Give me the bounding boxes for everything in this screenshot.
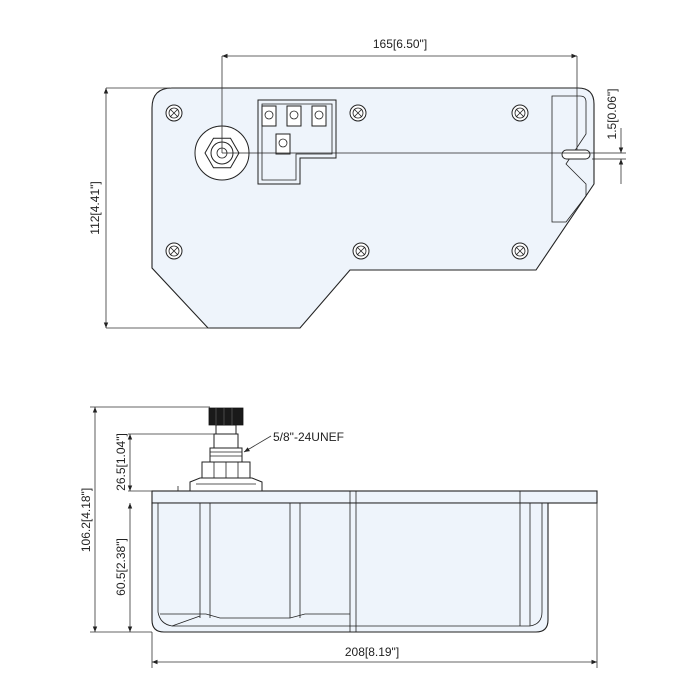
screw-bottom-right-icon	[511, 242, 529, 260]
dim-connector-height: 26.5[1.04"]	[114, 433, 128, 491]
screw-bottom-left-icon	[165, 242, 183, 260]
dim-length-to-slot: 165[6.50"]	[373, 37, 427, 51]
dim-slot-width: 1.5[0.06"]	[605, 89, 619, 140]
side-view-flange	[151, 490, 598, 504]
top-view: 165[6.50"] 112[4.41"] 1.5[0.06"]	[88, 37, 626, 329]
dim-body-depth: 60.5[2.38"]	[114, 538, 128, 596]
thread-spec-label: 5/8"-24UNEF	[273, 430, 344, 444]
top-view-plate	[151, 87, 595, 329]
dim-height: 112[4.41"]	[88, 181, 102, 234]
mounting-slot	[551, 95, 591, 223]
screw-top-right-icon	[511, 104, 529, 122]
screw-top-mid-icon	[349, 104, 367, 122]
terminal-block	[257, 99, 337, 185]
screw-top-left-icon	[165, 104, 183, 122]
screw-bottom-mid-icon	[352, 242, 370, 260]
dim-overall-length: 208[8.19"]	[345, 645, 399, 659]
connector-cap-icon	[208, 407, 244, 426]
side-view: 5/8"-24UNEF 106.2[4.18"] 26.5[1.04"] 60.…	[79, 406, 598, 668]
dim-overall-height: 106.2[4.18"]	[79, 488, 93, 552]
